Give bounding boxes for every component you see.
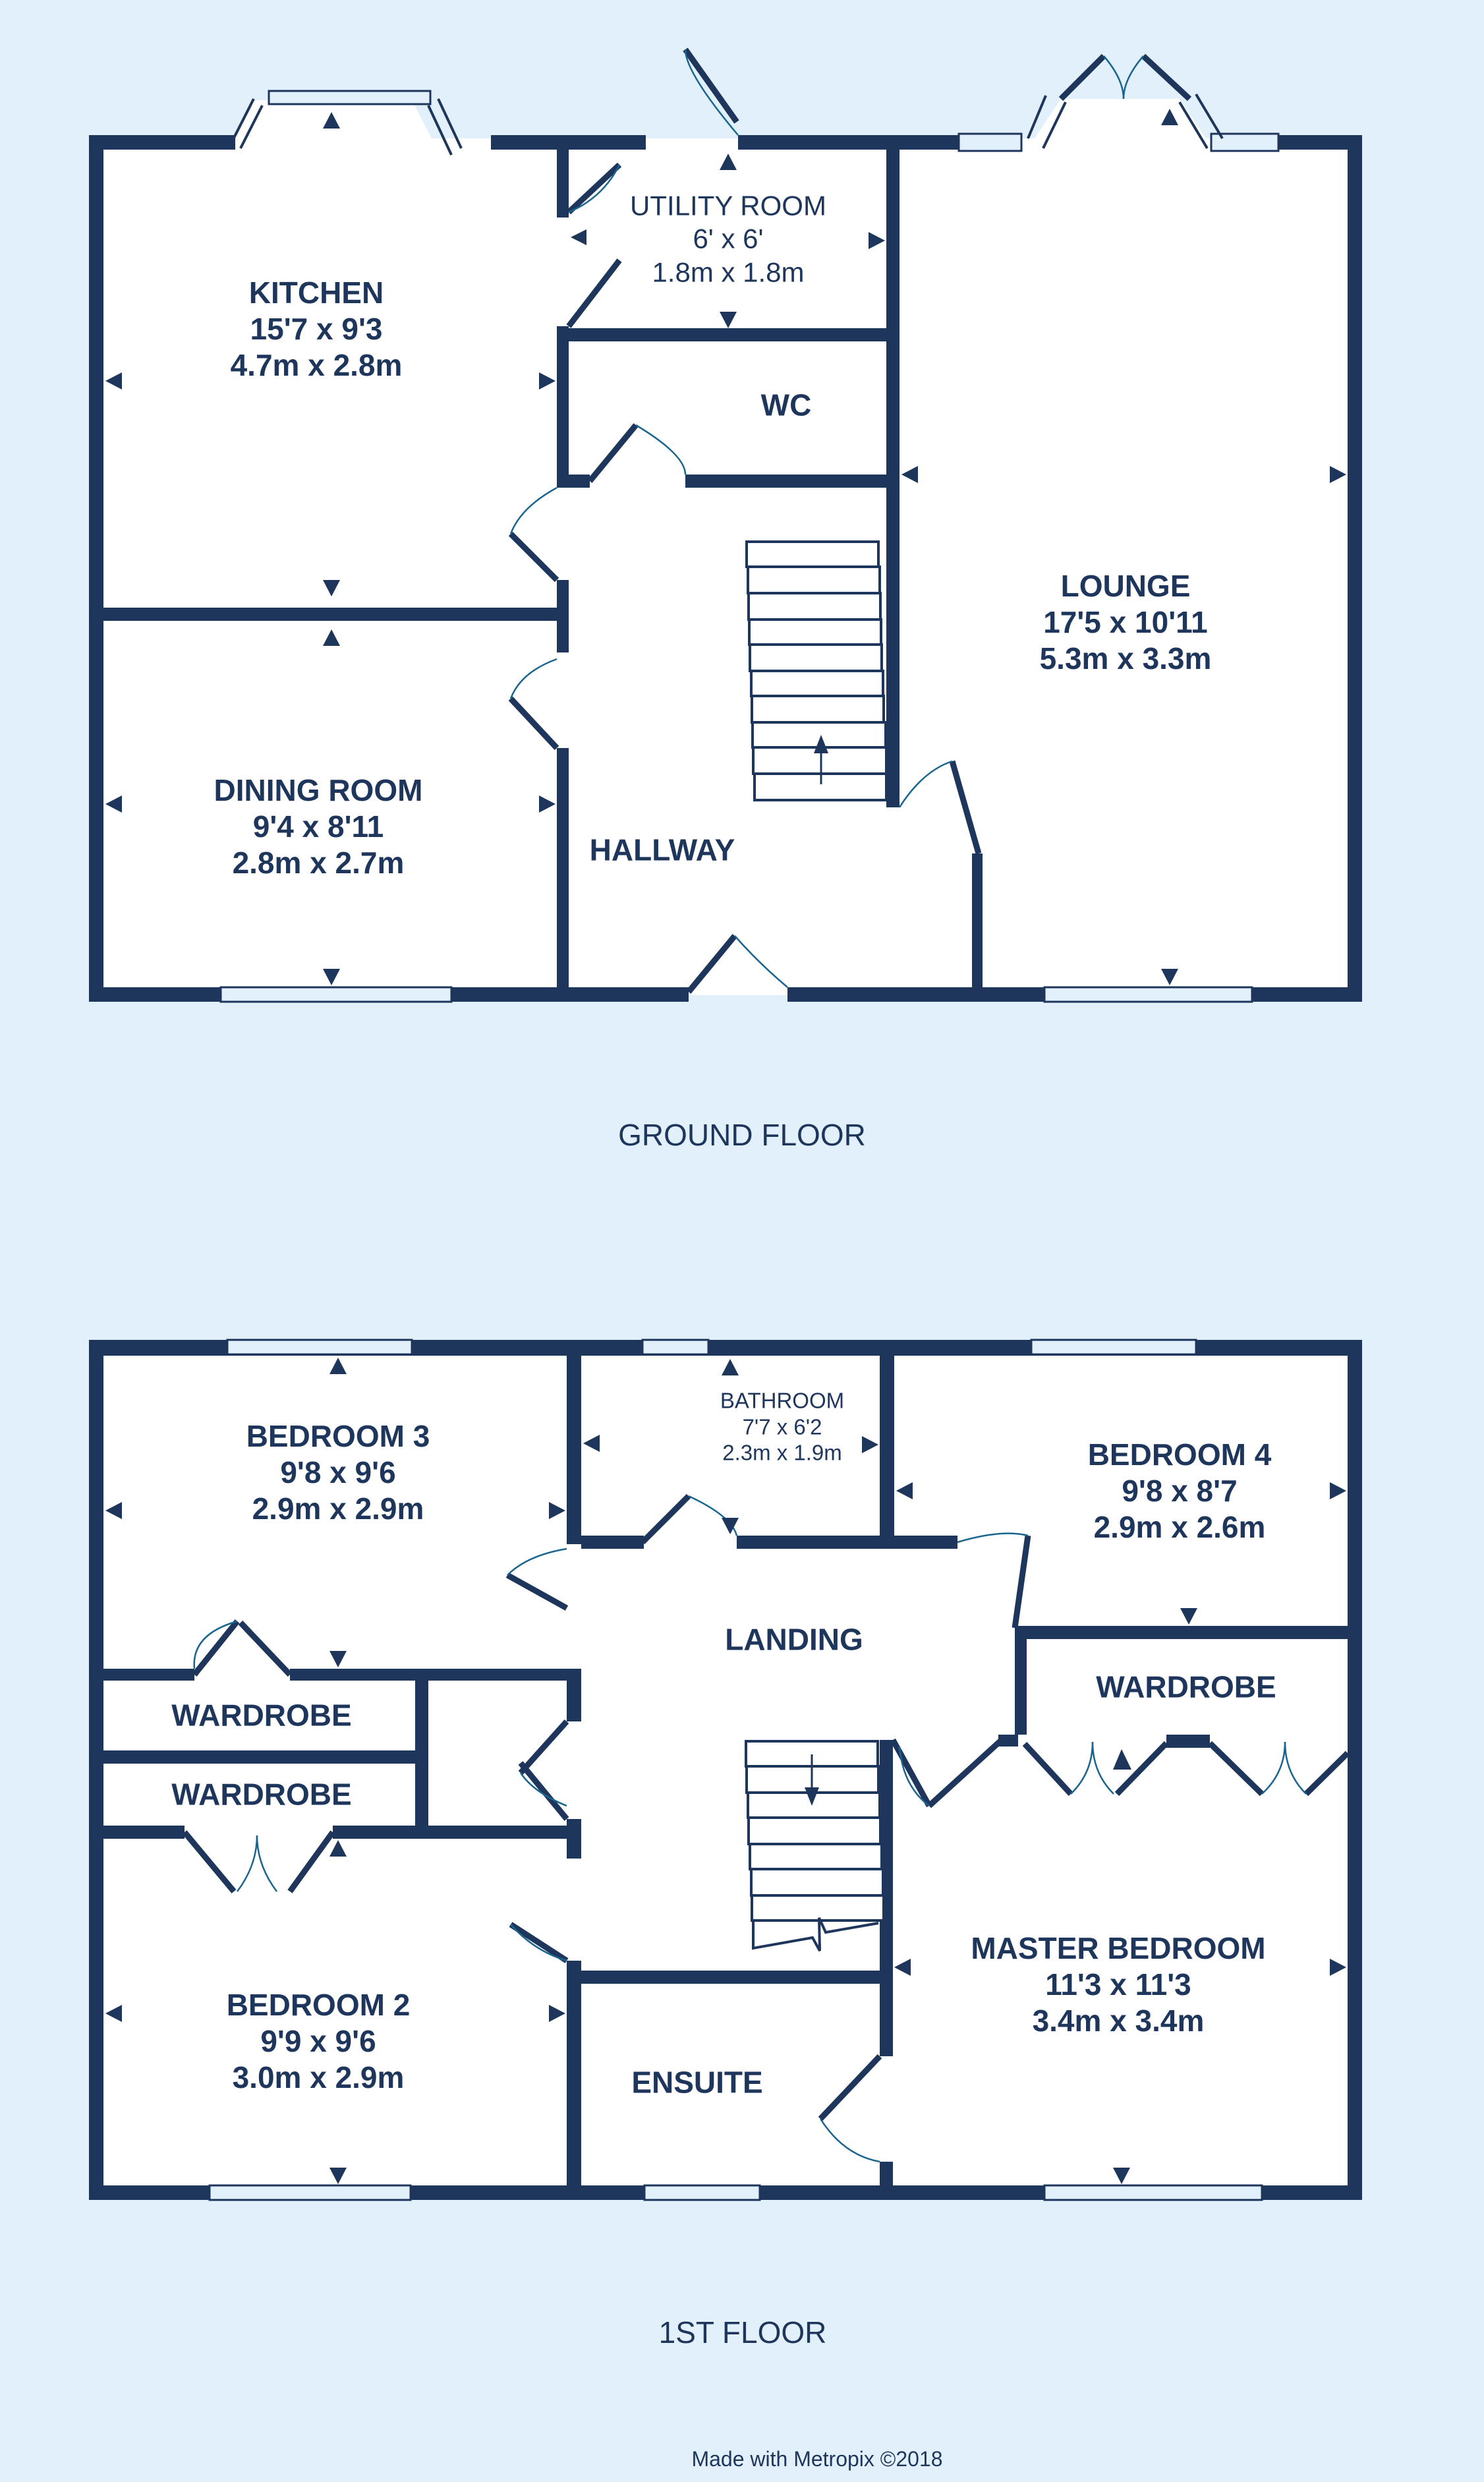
hallway-label: HALLWAY xyxy=(590,832,735,868)
ground-floor-title: GROUND FLOOR xyxy=(618,1118,866,1152)
wc-label: WC xyxy=(761,387,812,423)
wardrobe-2-label: WARDROBE xyxy=(171,1776,351,1812)
kitchen-imperial: 15'7 x 9'3 xyxy=(250,312,383,347)
lounge-label: LOUNGE 17'5 x 10'11 5.3m x 3.3m xyxy=(1040,568,1212,678)
ensuite-name: ENSUITE xyxy=(631,2065,763,2100)
bathroom-label: BATHROOM 7'7 x 6'2 2.3m x 1.9m xyxy=(720,1388,844,1466)
first-floor-plan xyxy=(89,1339,1362,2201)
bedroom-2-label: BEDROOM 2 9'9 x 9'6 3.0m x 2.9m xyxy=(227,1987,411,2096)
footer-credit: Made with Metropix ©2018 xyxy=(691,2447,943,2471)
lounge-imperial: 17'5 x 10'11 xyxy=(1043,605,1208,640)
wardrobe-3-name: WARDROBE xyxy=(1096,1669,1276,1704)
dimension-arrows xyxy=(105,109,1346,985)
wardrobe-2-name: WARDROBE xyxy=(171,1777,352,1812)
bedroom-3-metric: 2.9m x 2.9m xyxy=(252,1491,424,1526)
master-bedroom-name: MASTER BEDROOM xyxy=(971,1931,1266,1966)
utility-room-label: UTILITY ROOM 6' x 6' 1.8m x 1.8m xyxy=(630,189,826,289)
ensuite-label: ENSUITE xyxy=(631,2064,762,2100)
bedroom-4-name: BEDROOM 4 xyxy=(1087,1437,1272,1472)
wardrobe-1-name: WARDROBE xyxy=(171,1698,352,1733)
kitchen-name: KITCHEN xyxy=(248,275,384,310)
hallway-name: HALLWAY xyxy=(589,832,735,867)
lounge-metric: 5.3m x 3.3m xyxy=(1039,641,1212,676)
utility-name: UTILITY ROOM xyxy=(630,190,826,221)
staircase-down xyxy=(745,1740,885,1922)
bedroom-3-name: BEDROOM 3 xyxy=(246,1419,430,1454)
staircase-up xyxy=(745,540,888,801)
kitchen-label: KITCHEN 15'7 x 9'3 4.7m x 2.8m xyxy=(231,275,403,384)
bathroom-metric: 2.3m x 1.9m xyxy=(722,1440,842,1465)
master-bedroom-imperial: 11'3 x 11'3 xyxy=(1045,1967,1191,2002)
bedroom-4-imperial: 9'8 x 8'7 xyxy=(1122,1474,1238,1509)
kitchen-metric: 4.7m x 2.8m xyxy=(230,348,403,383)
bedroom-2-name: BEDROOM 2 xyxy=(226,1988,411,2023)
landing-name: LANDING xyxy=(725,1622,863,1657)
dining-name: DINING ROOM xyxy=(214,773,423,808)
master-bedroom-metric: 3.4m x 3.4m xyxy=(1032,2004,1205,2038)
utility-imperial: 6' x 6' xyxy=(693,223,764,254)
bedroom-4-metric: 2.9m x 2.6m xyxy=(1093,1510,1266,1545)
master-bedroom-label: MASTER BEDROOM 11'3 x 11'3 3.4m x 3.4m xyxy=(971,1930,1265,2040)
utility-metric: 1.8m x 1.8m xyxy=(652,256,805,288)
landing-label: LANDING xyxy=(725,1621,863,1658)
bedroom-4-label: BEDROOM 4 9'8 x 8'7 2.9m x 2.6m xyxy=(1088,1437,1272,1546)
bathroom-imperial: 7'7 x 6'2 xyxy=(742,1414,822,1439)
wardrobe-1-label: WARDROBE xyxy=(171,1697,351,1733)
bedroom-3-label: BEDROOM 3 9'8 x 9'6 2.9m x 2.9m xyxy=(246,1418,430,1528)
dimension-arrows xyxy=(105,1358,1346,2184)
bedroom-3-imperial: 9'8 x 9'6 xyxy=(280,1455,396,1490)
first-floor-title: 1ST FLOOR xyxy=(658,2315,827,2350)
bathroom-name: BATHROOM xyxy=(720,1388,845,1413)
bedroom-2-imperial: 9'9 x 9'6 xyxy=(260,2024,376,2059)
lounge-name: LOUNGE xyxy=(1060,569,1191,604)
wardrobe-3-label: WARDROBE xyxy=(1096,1669,1276,1705)
dining-room-label: DINING ROOM 9'4 x 8'11 2.8m x 2.7m xyxy=(214,772,423,882)
dining-imperial: 9'4 x 8'11 xyxy=(252,809,384,844)
ground-floor-plan xyxy=(89,47,1362,1003)
dining-metric: 2.8m x 2.7m xyxy=(232,846,405,880)
bedroom-2-metric: 3.0m x 2.9m xyxy=(232,2060,405,2095)
wc-name: WC xyxy=(760,388,812,422)
